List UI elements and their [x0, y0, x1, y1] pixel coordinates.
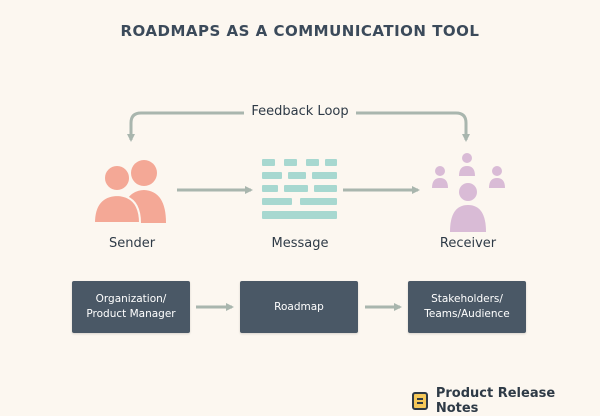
brand-label: Product Release Notes — [435, 386, 556, 416]
audience-icon — [432, 153, 505, 232]
receiver-label: Receiver — [439, 236, 497, 251]
stakeholders-box: Stakeholders/ Teams/Audience — [408, 281, 526, 333]
feedback-loop-label: Feedback Loop — [0, 104, 600, 119]
diagram-canvas — [92, 111, 505, 311]
diagram-title: ROADMAPS AS A COMMUNICATION TOOL — [120, 22, 480, 40]
feedback-loop-right-segment — [356, 111, 470, 142]
people-silhouette-icon — [92, 160, 166, 224]
notes-icon — [412, 392, 428, 410]
message-blocks-icon — [262, 159, 337, 219]
brand-footer: Product Release Notes — [412, 386, 600, 416]
feedback-loop-left-segment — [127, 111, 244, 142]
message-label: Message — [271, 236, 329, 251]
sender-label: Sender — [108, 236, 156, 251]
organization-box: Organization/ Product Manager — [72, 281, 190, 333]
roadmap-box: Roadmap — [240, 281, 358, 333]
